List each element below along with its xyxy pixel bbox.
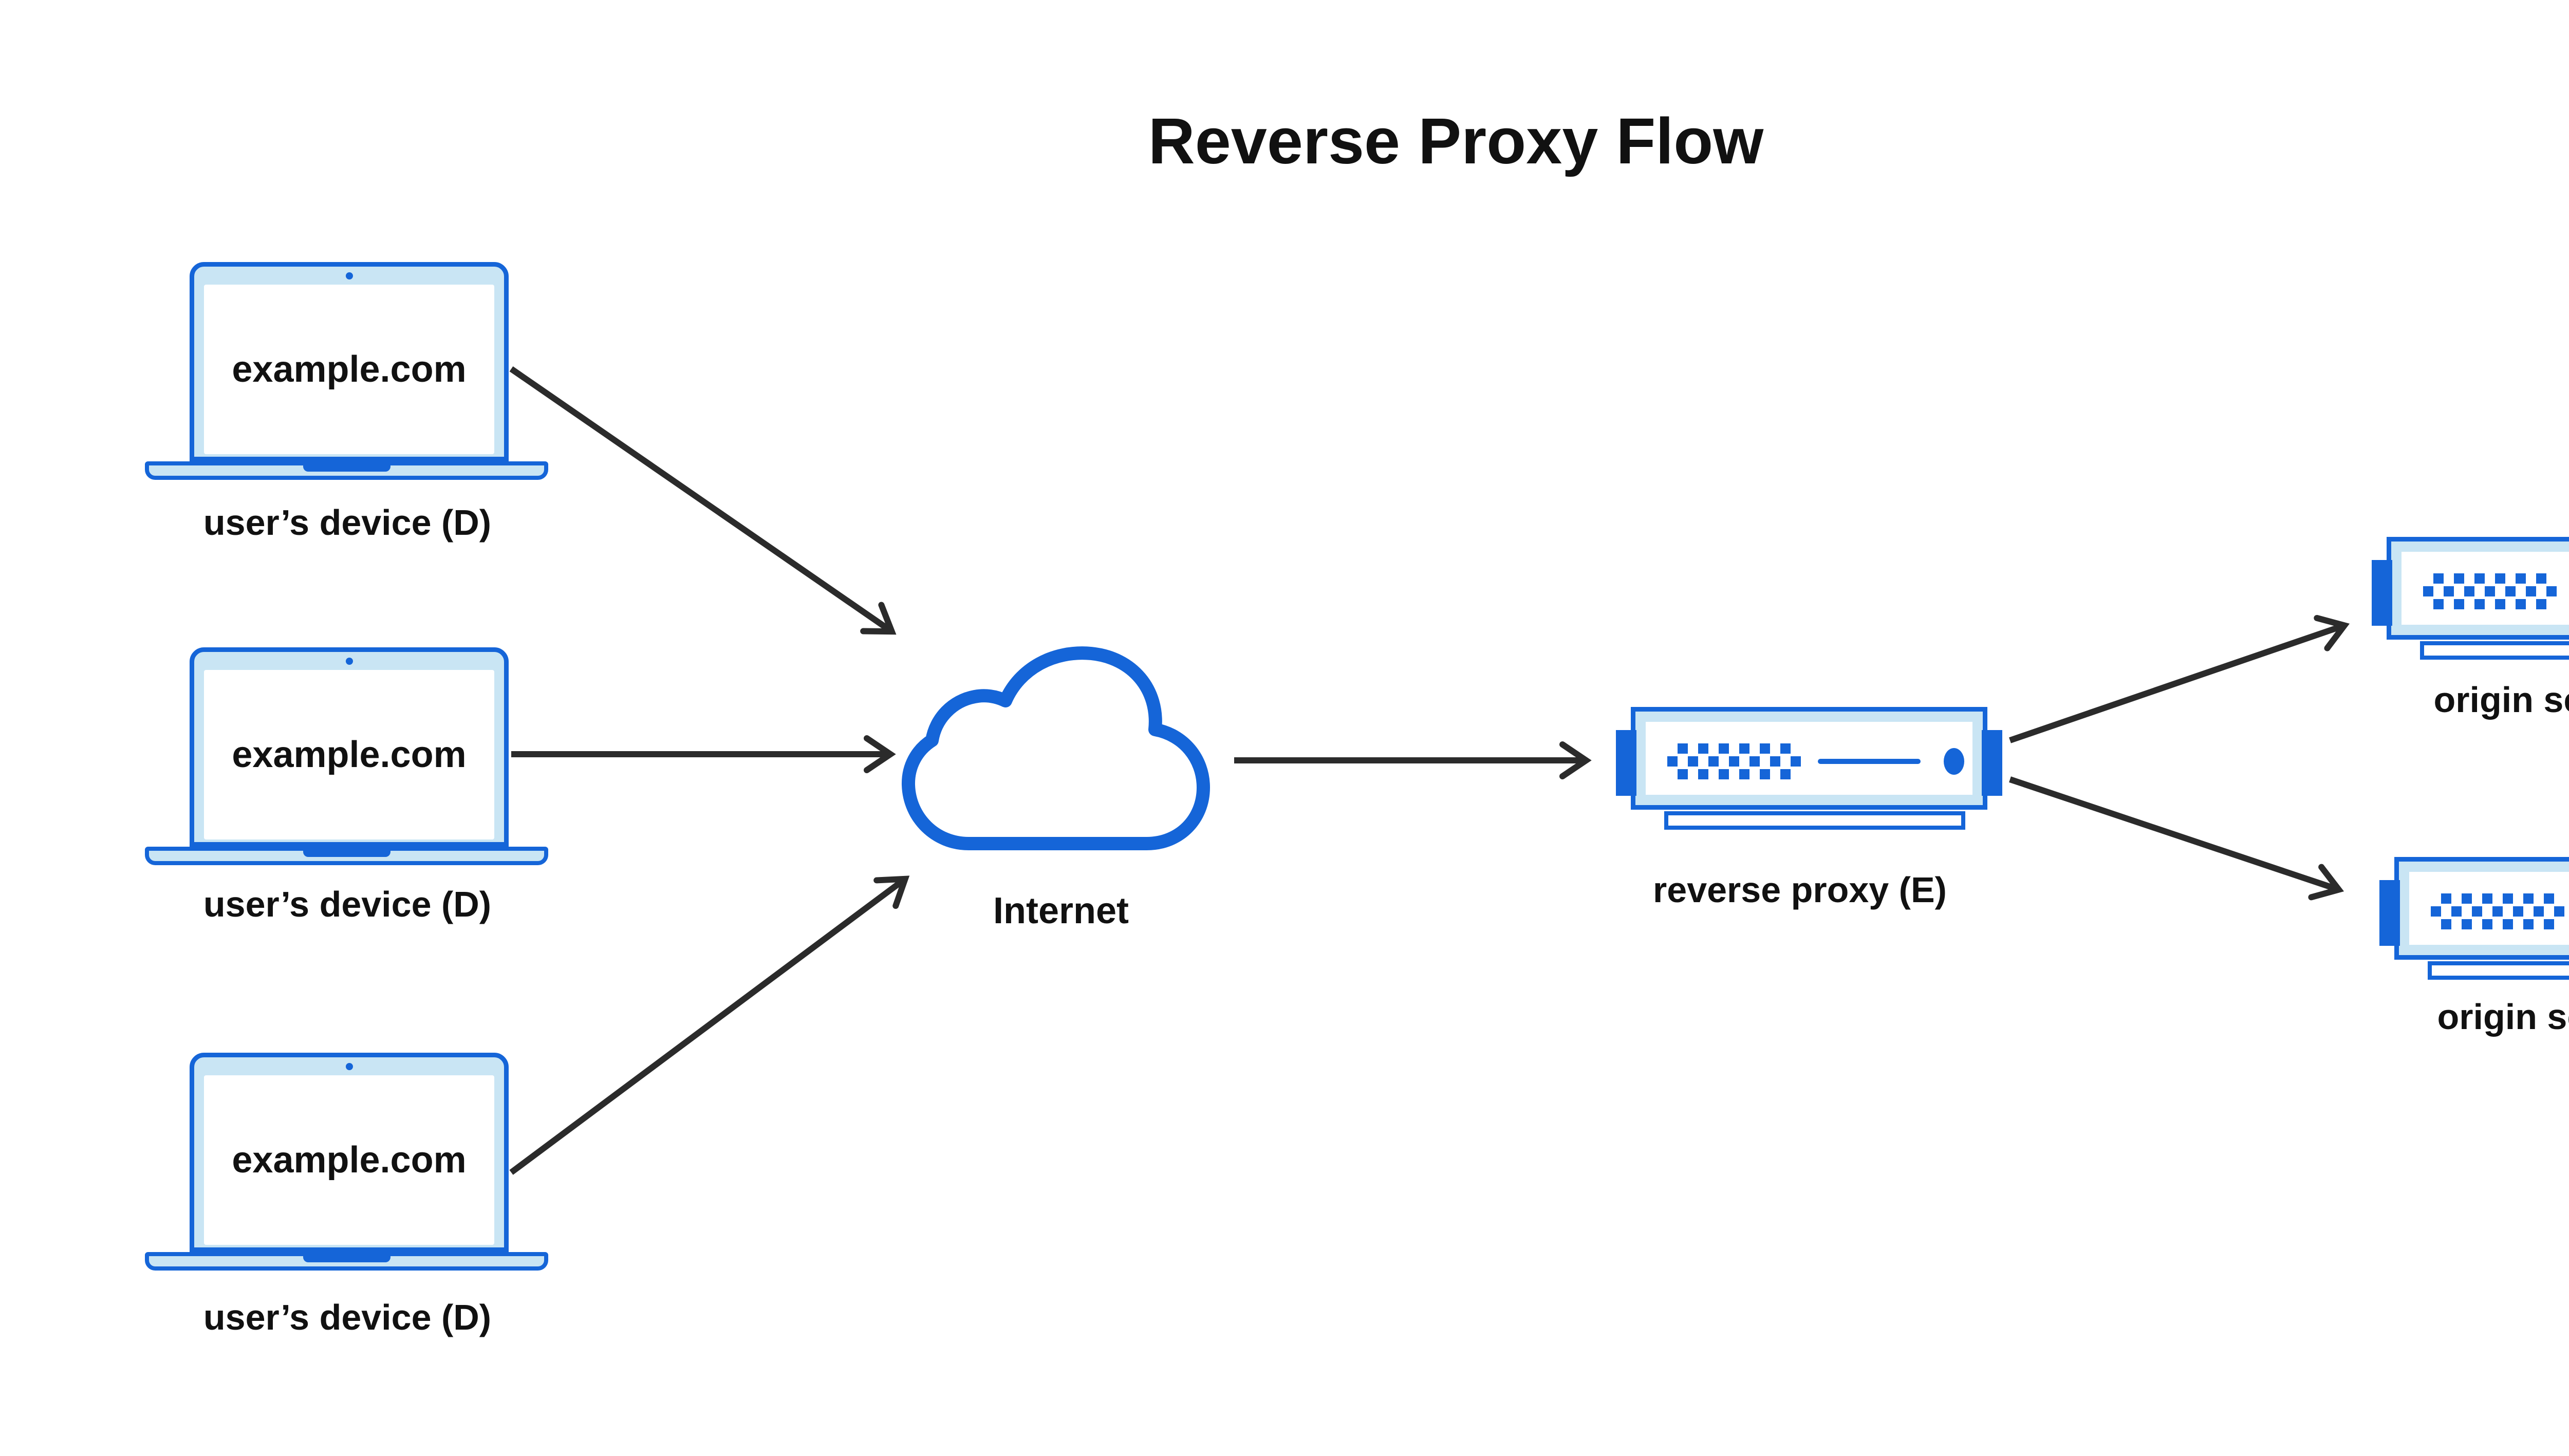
server-side-tab-icon — [2372, 560, 2392, 626]
server-vent-pattern — [2441, 919, 2554, 929]
laptop-icon: example.com — [190, 1053, 509, 1252]
server-base — [2428, 961, 2569, 980]
server-side-tab-icon — [1982, 730, 2002, 796]
laptop-base — [145, 847, 548, 865]
laptop-base — [145, 461, 548, 480]
laptop-notch — [303, 851, 390, 857]
webcam-dot-icon — [345, 272, 353, 279]
laptop-icon: example.com — [190, 262, 509, 461]
server-vent-pattern — [2423, 586, 2557, 596]
laptop-screen: example.com — [204, 285, 494, 454]
server-slot-line — [1818, 759, 1921, 764]
reverse-proxy-label: reverse proxy (E) — [1653, 870, 1947, 910]
laptop-screen: example.com — [204, 670, 494, 839]
server-base — [2420, 641, 2569, 660]
server-vent-pattern — [2431, 906, 2564, 917]
arrow-proxy-to-origin2 — [2009, 776, 2344, 901]
laptop-notch — [303, 1256, 390, 1262]
laptop-screen: example.com — [204, 1075, 494, 1245]
laptop-notch — [303, 465, 390, 472]
device-label: user’s device (D) — [203, 884, 492, 924]
server-vent-pattern — [1667, 756, 1801, 767]
laptop-screen-text: example.com — [232, 349, 467, 390]
cloud-icon — [901, 646, 1210, 850]
arrow-device1-to-internet — [509, 366, 897, 635]
server-vent-pattern — [2433, 599, 2546, 609]
server-base — [1664, 811, 1965, 830]
internet-label: Internet — [993, 890, 1129, 931]
server-led-dot-icon — [1944, 748, 1964, 775]
device-label: user’s device (D) — [203, 1297, 492, 1337]
server-vent-pattern — [1678, 743, 1791, 754]
laptop-base — [145, 1252, 548, 1271]
laptop-screen-text: example.com — [232, 734, 467, 775]
origin-server-icon — [2379, 857, 2569, 980]
reverse-proxy-server-icon — [1616, 707, 2002, 830]
page-title: Reverse Proxy Flow — [1148, 105, 1764, 177]
origin-server-label: origin server (F) — [2437, 997, 2569, 1037]
arrow-proxy-to-origin1 — [2009, 614, 2350, 743]
server-side-tab-icon — [1616, 730, 1636, 796]
server-side-tab-icon — [2379, 880, 2400, 946]
laptop-icon: example.com — [190, 647, 509, 847]
server-vent-pattern — [2433, 573, 2546, 584]
server-vent-pattern — [1678, 769, 1791, 779]
webcam-dot-icon — [345, 658, 353, 665]
webcam-dot-icon — [345, 1063, 353, 1070]
server-vent-pattern — [2441, 893, 2554, 904]
laptop-screen-text: example.com — [232, 1140, 467, 1181]
origin-server-label: origin server (F) — [2433, 680, 2569, 720]
device-label: user’s device (D) — [203, 502, 492, 543]
origin-server-icon — [2372, 537, 2569, 660]
